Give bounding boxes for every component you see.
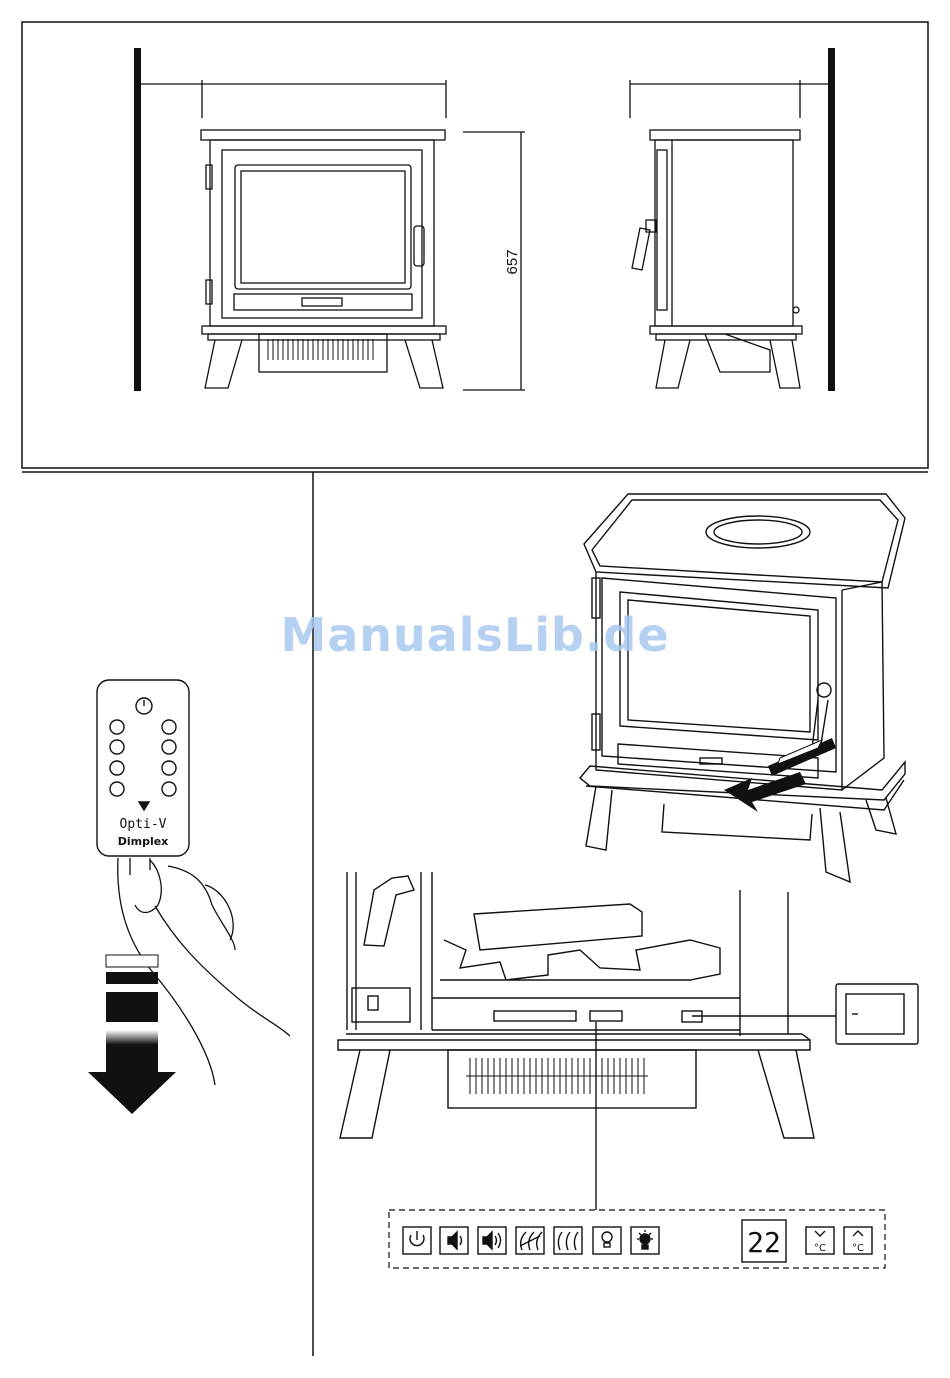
- remote-model-label: Opti-V: [120, 817, 167, 832]
- closeup-heater-grille: [466, 1058, 648, 1094]
- volume-up-icon: [162, 720, 176, 734]
- control-panel-closeup: [338, 872, 918, 1210]
- heat-low-button[interactable]: [516, 1227, 544, 1254]
- temp-up-unit-label: °C: [852, 1243, 864, 1254]
- volume-down-button[interactable]: [440, 1227, 468, 1254]
- power-button[interactable]: [403, 1227, 431, 1254]
- light-icon: [110, 761, 124, 775]
- front-view-drawing: [134, 48, 525, 391]
- press-down-arrow: [88, 955, 176, 1114]
- height-dimension-label: 657: [504, 249, 521, 274]
- heat-high-button[interactable]: [554, 1227, 582, 1254]
- flame-brightness-button[interactable]: [631, 1227, 659, 1254]
- stove-perspective-drawing: [580, 494, 905, 882]
- control-buttons: [403, 1220, 872, 1262]
- temp-up-icon: [162, 782, 176, 796]
- light-button[interactable]: [593, 1227, 621, 1254]
- heat-low-icon: [110, 740, 124, 754]
- temperature-readout: 22: [747, 1226, 781, 1259]
- opti-v-logo-icon: [139, 802, 149, 810]
- temp-down-icon: [110, 782, 124, 796]
- volume-down-icon: [110, 720, 124, 734]
- remote-brand-label: Dimplex: [118, 835, 169, 848]
- temp-down-unit-label: °C: [814, 1243, 826, 1254]
- flame-brightness-icon: [162, 761, 176, 775]
- page-frame: [22, 22, 928, 1356]
- side-view-drawing: [630, 48, 835, 391]
- watermark: ManualsLib.de: [0, 608, 950, 662]
- volume-up-button[interactable]: [478, 1227, 506, 1254]
- front-heater-grille: [268, 339, 373, 360]
- heat-high-icon: [162, 740, 176, 754]
